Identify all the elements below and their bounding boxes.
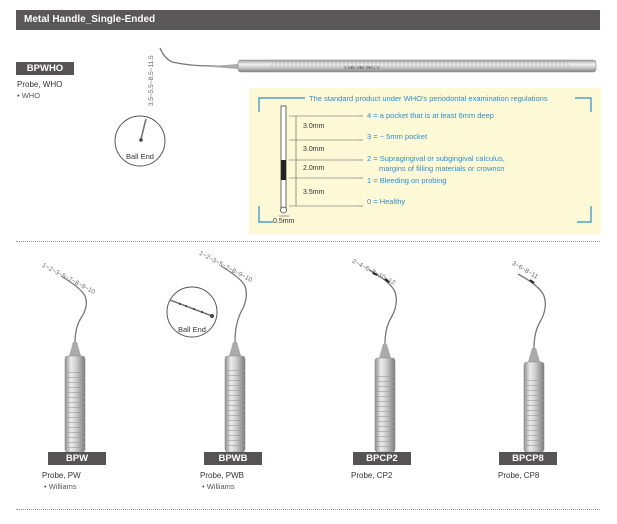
product-code-bpwho: BPWHO xyxy=(16,62,74,75)
product-sub-bpw: • Williams xyxy=(44,482,77,491)
product-sub-bpwb: • Williams xyxy=(202,482,235,491)
product-code-bpwb: BPWB xyxy=(204,452,262,465)
legend-3: 3 = ~ 5mm pocket xyxy=(367,132,428,141)
product-code-text: BPWHO xyxy=(26,63,64,74)
section-header: Metal Handle_Single-Ended xyxy=(16,10,600,30)
mm-label-5: 0.5mm xyxy=(273,218,295,225)
product-code-text: BPW xyxy=(65,453,89,464)
bpcp8-probe-illustration xyxy=(517,273,546,453)
mm-label-2: 3.0mm xyxy=(303,146,325,153)
ball-end-tip xyxy=(139,138,143,142)
mm-label-3: 2.0mm xyxy=(303,165,325,172)
product-name-bpcp2: Probe, CP2 xyxy=(351,471,393,480)
bpw-probe-illustration xyxy=(60,275,87,453)
ball-end-label-bpwb: Ball End xyxy=(178,325,206,334)
who-probe-tip xyxy=(159,47,238,67)
who-probe-knurl xyxy=(270,60,570,72)
section-divider xyxy=(16,241,600,242)
product-name-bpw: Probe, PW xyxy=(42,471,81,480)
ball-end-label-who: Ball End xyxy=(126,152,154,161)
mm-label-4: 3.5mm xyxy=(303,189,325,196)
who-ball-end-circle xyxy=(114,115,166,167)
legend-2: 2 = Supragingival or subgingival calculu… xyxy=(367,154,505,163)
who-handle-print: 3.5■5.5■8.5■11.5 xyxy=(344,65,380,70)
bpwb-probe-illustration xyxy=(220,265,247,453)
product-name-bpwb: Probe, PWB xyxy=(200,471,245,480)
bpwb-ball-end-circle xyxy=(166,286,218,338)
legend-4: 4 = a pocket that is at least 6mm deep xyxy=(367,111,494,120)
product-code-bpcp8: BPCP8 xyxy=(499,452,557,465)
product-code-text: BPCP2 xyxy=(366,453,398,464)
section-title: Metal Handle_Single-Ended xyxy=(24,14,156,25)
bottom-divider xyxy=(16,509,600,510)
bpcp2-probe-illustration xyxy=(368,269,397,453)
mm-label-1: 3.0mm xyxy=(303,123,325,130)
product-code-text: BPCP8 xyxy=(512,453,544,464)
legend-0: 0 = Healthy xyxy=(367,197,406,206)
ball-end-shaft xyxy=(140,118,147,140)
product-code-bpw: BPW xyxy=(48,452,106,465)
legend-2-cont: margins of filling materials or crownsn xyxy=(379,164,505,173)
legend-1: 1 = Bleeding on probing xyxy=(367,176,447,185)
who-probe-taper xyxy=(212,64,238,69)
product-code-bpcp2: BPCP2 xyxy=(353,452,411,465)
product-code-text: BPWB xyxy=(218,453,248,464)
product-name-bpwho: Probe, WHO xyxy=(17,80,63,89)
who-probe-illustration: 3.5■5.5■8.5■11.5 xyxy=(159,47,597,73)
who-info-panel: The standard product under WHO's periodo… xyxy=(249,88,601,234)
product-sub-bpwho: • WHO xyxy=(17,91,41,100)
panel-bracket xyxy=(258,97,592,223)
panel-title: The standard product under WHO's periodo… xyxy=(309,94,548,103)
product-name-bpcp8: Probe, CP8 xyxy=(498,471,540,480)
